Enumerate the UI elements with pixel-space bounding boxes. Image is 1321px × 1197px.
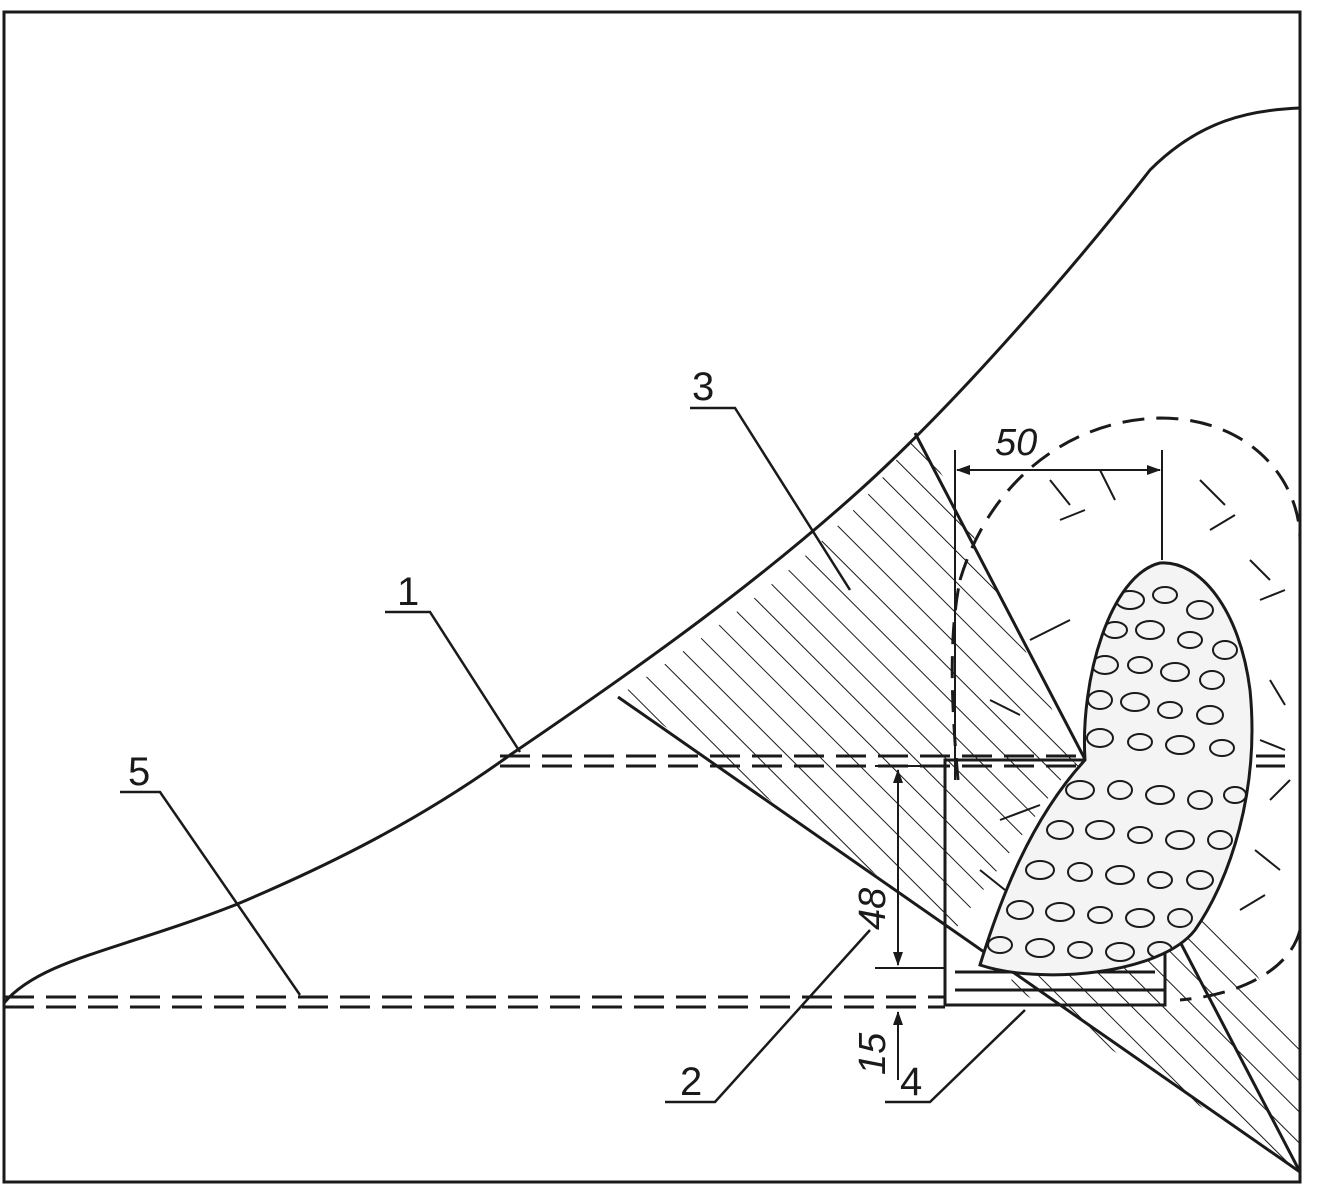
leader-lines — [120, 406, 1026, 1104]
dimension-width — [954, 450, 1163, 780]
texture-marks — [979, 469, 1291, 911]
dimension-width-label: 50 — [995, 422, 1037, 464]
label-3: 3 — [692, 365, 714, 409]
label-2: 2 — [680, 1060, 702, 1104]
slope-curve — [2, 106, 1301, 1004]
pipe-lower — [4, 995, 945, 1009]
lower-diagonal-line — [617, 695, 1301, 1174]
dimension-base-label: 15 — [852, 1032, 894, 1075]
label-5: 5 — [128, 750, 150, 794]
drawing-frame — [2, 10, 1302, 1184]
dimension-height-label: 48 — [852, 888, 894, 930]
dimension-height — [875, 765, 945, 969]
hatched-region-upper — [620, 433, 1075, 930]
label-1: 1 — [397, 570, 419, 614]
label-4: 4 — [900, 1060, 922, 1104]
dashed-ellipse — [950, 416, 1302, 1002]
stone-fill — [978, 561, 1254, 977]
